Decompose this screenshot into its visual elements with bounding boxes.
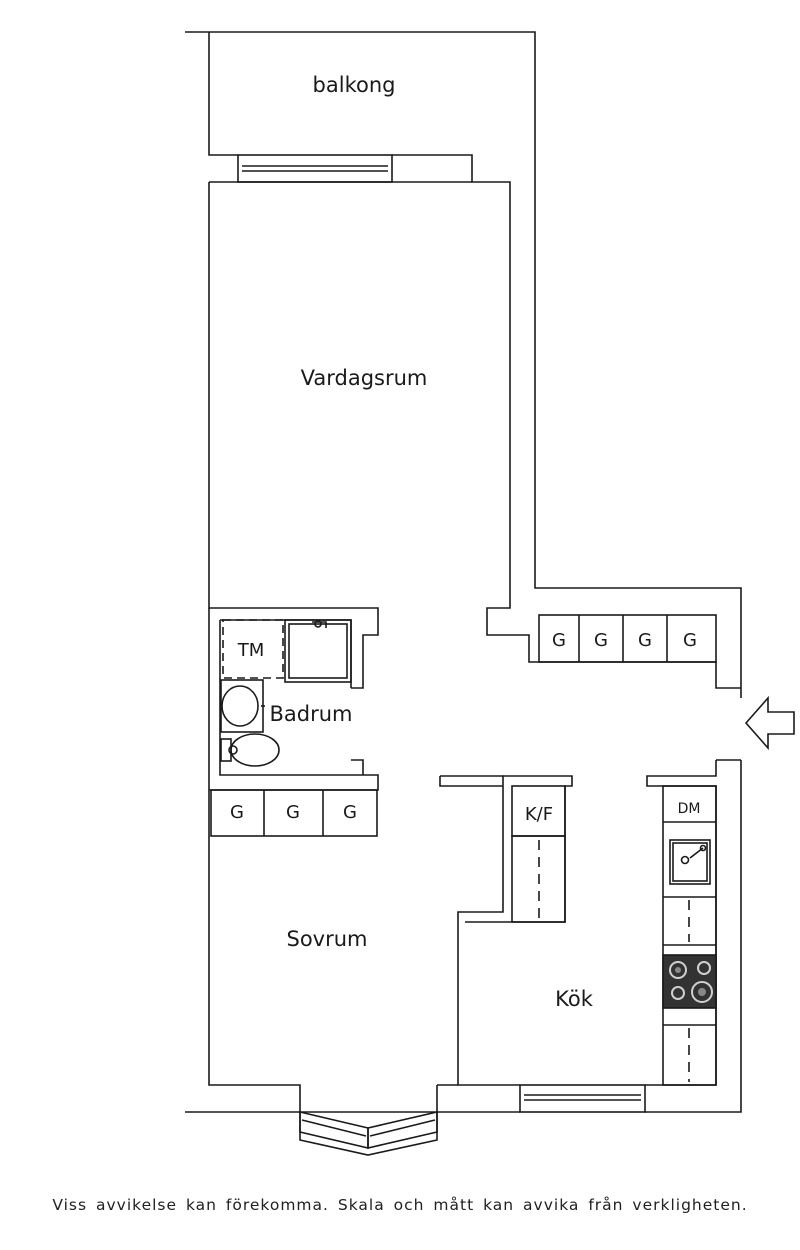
hall-wardrobe-1: G [552,630,566,651]
hall-wardrobe-2: G [594,630,608,651]
kitchen-label: Kök [555,987,594,1011]
bedroom-partition [439,775,520,1086]
hall-wardrobe-3: G [638,630,652,651]
stove-icon [662,954,717,1009]
fridge-freezer-unit [511,785,566,923]
kitchen-partition [465,775,573,923]
floor-plan: balkong Vardagsrum Badrum Sovrum Kök TM … [185,31,795,1156]
dishwasher-label: DM [678,801,701,817]
bedroom-label: Sovrum [286,927,367,951]
bedroom-wardrobe-2: G [286,802,300,823]
fridge-freezer-label: K/F [525,804,553,825]
inner-wall-left [208,182,379,689]
balcony-label: balkong [313,73,396,97]
disclaimer-text: Viss avvikelse kan förekomma. Skala och … [52,1196,748,1214]
balcony-window [237,154,393,183]
kitchen-window [519,1084,646,1113]
laundry-label: TM [237,640,265,661]
bedroom-wardrobe-row [210,789,378,837]
kitchen-sink-icon [669,839,711,885]
entrance-arrow-icon [744,695,795,751]
bay-wall [436,1084,458,1112]
inner-wall-top [208,32,741,689]
washbasin-icon [220,679,265,733]
bedroom-bottom [208,790,301,1112]
bathroom-label: Badrum [269,702,352,726]
shower-icon [284,619,352,683]
hall-wardrobe-row [538,614,717,663]
laundry-area [222,619,284,679]
living-room-label: Vardagsrum [301,366,428,390]
bay-window-right [367,1110,438,1150]
toilet-icon [220,733,280,767]
bedroom-wardrobe-3: G [343,802,357,823]
hall-wardrobe-4: G [683,630,697,651]
bedroom-wardrobe-1: G [230,802,244,823]
outer-wall [185,31,742,1156]
bathroom-wall [208,608,379,791]
kitchen-counter [662,785,717,1086]
